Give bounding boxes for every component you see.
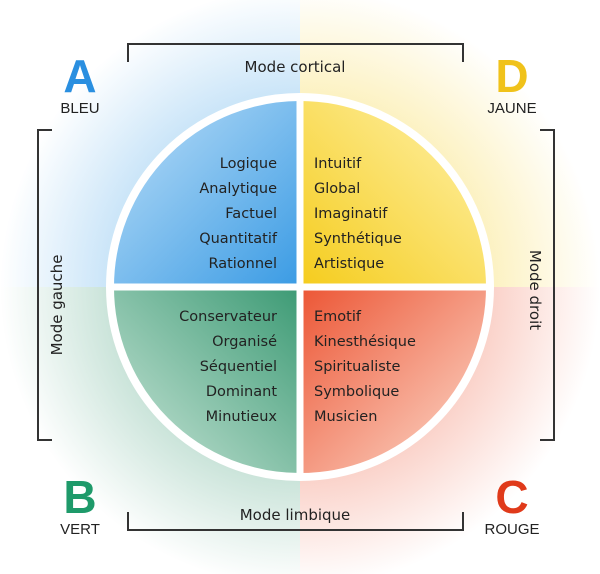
corner-word-jaune: JAUNE bbox=[487, 100, 536, 117]
corner-word-vert: VERT bbox=[60, 521, 100, 538]
trait-blue-item: Analytique bbox=[199, 181, 277, 197]
corner-word-bleu: BLEU bbox=[60, 100, 99, 117]
quadrant-red bbox=[300, 287, 490, 477]
trait-blue-item: Quantitatif bbox=[199, 231, 278, 247]
corner-word-rouge: ROUGE bbox=[484, 521, 539, 538]
trait-red-item: Spiritualiste bbox=[314, 359, 400, 375]
bracket-right bbox=[540, 129, 555, 441]
bracket-left bbox=[37, 129, 52, 441]
trait-blue-item: Rationnel bbox=[208, 256, 277, 272]
corner-letter-d: D bbox=[495, 50, 528, 102]
trait-yellow-item: Imaginatif bbox=[314, 206, 388, 222]
trait-blue-item: Logique bbox=[220, 156, 277, 172]
traits-yellow: Intuitif Global Imaginatif Synthétique A… bbox=[314, 156, 402, 272]
trait-green-item: Dominant bbox=[206, 384, 277, 400]
trait-green-item: Minutieux bbox=[206, 409, 278, 425]
bracket-bottom bbox=[127, 512, 464, 531]
traits-blue: Logique Analytique Factuel Quantitatif R… bbox=[199, 156, 278, 272]
mode-cortical-label: Mode cortical bbox=[245, 58, 346, 76]
trait-yellow-item: Synthétique bbox=[314, 231, 402, 247]
bracket-top bbox=[127, 43, 464, 62]
corner-letter-c: C bbox=[495, 471, 528, 523]
trait-red-item: Symbolique bbox=[314, 384, 399, 400]
mode-limbique-label: Mode limbique bbox=[240, 506, 351, 524]
quadrant-blue bbox=[110, 97, 300, 287]
trait-red-item: Musicien bbox=[314, 409, 377, 425]
trait-green-item: Organisé bbox=[212, 334, 277, 350]
trait-green-item: Conservateur bbox=[179, 309, 277, 325]
corner-letter-a: A bbox=[63, 50, 96, 102]
corner-letter-b: B bbox=[63, 471, 96, 523]
trait-green-item: Séquentiel bbox=[200, 359, 277, 375]
quadrant-yellow bbox=[300, 97, 490, 287]
trait-yellow-item: Intuitif bbox=[314, 156, 362, 172]
trait-blue-item: Factuel bbox=[225, 206, 277, 222]
mode-brackets bbox=[37, 43, 555, 531]
trait-yellow-item: Artistique bbox=[314, 256, 384, 272]
trait-yellow-item: Global bbox=[314, 181, 360, 197]
mode-gauche-label: Mode gauche bbox=[48, 255, 66, 356]
trait-red-item: Kinesthésique bbox=[314, 334, 416, 350]
trait-red-item: Emotif bbox=[314, 309, 362, 325]
traits-green: Conservateur Organisé Séquentiel Dominan… bbox=[179, 309, 277, 425]
mode-droit-label: Mode droit bbox=[526, 250, 544, 330]
quadrant-green bbox=[110, 287, 300, 477]
traits-red: Emotif Kinesthésique Spiritualiste Symbo… bbox=[314, 309, 416, 425]
